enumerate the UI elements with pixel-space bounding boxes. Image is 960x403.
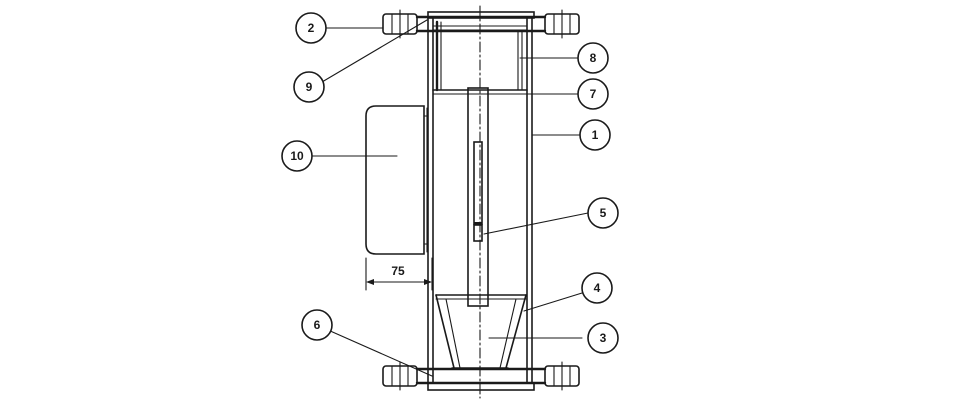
callout-9: 9 [293, 71, 325, 103]
guide-rod-sleeve [467, 87, 489, 307]
dimension-75: 75 [365, 257, 433, 291]
callout-10: 10 [281, 140, 313, 172]
measuring-tube [427, 17, 533, 384]
callout-7: 7 [577, 78, 609, 110]
svg-text:8: 8 [590, 51, 597, 65]
float-assembly [467, 5, 489, 399]
svg-text:9: 9 [306, 80, 313, 94]
callout-2: 2 [295, 12, 327, 44]
svg-text:7: 7 [590, 87, 597, 101]
callout-5: 5 [587, 197, 619, 229]
dimension-label: 75 [391, 264, 405, 278]
svg-text:5: 5 [600, 206, 607, 220]
float-lower [473, 224, 483, 242]
svg-text:3: 3 [600, 331, 607, 345]
bottom-flange [382, 361, 580, 391]
svg-text:2: 2 [308, 21, 315, 35]
callout-6: 6 [301, 309, 333, 341]
callout-1: 1 [579, 119, 611, 151]
leader-lines [309, 19, 589, 377]
callout-3: 3 [587, 322, 619, 354]
float-upper [473, 141, 483, 225]
svg-text:10: 10 [290, 149, 304, 163]
svg-text:1: 1 [592, 128, 599, 142]
conical-inlet [435, 294, 527, 369]
svg-text:4: 4 [594, 281, 601, 295]
indicator-housing [365, 105, 429, 255]
svg-text:6: 6 [314, 318, 321, 332]
top-flange [382, 9, 580, 39]
callout-8: 8 [577, 42, 609, 74]
callout-4: 4 [581, 272, 613, 304]
